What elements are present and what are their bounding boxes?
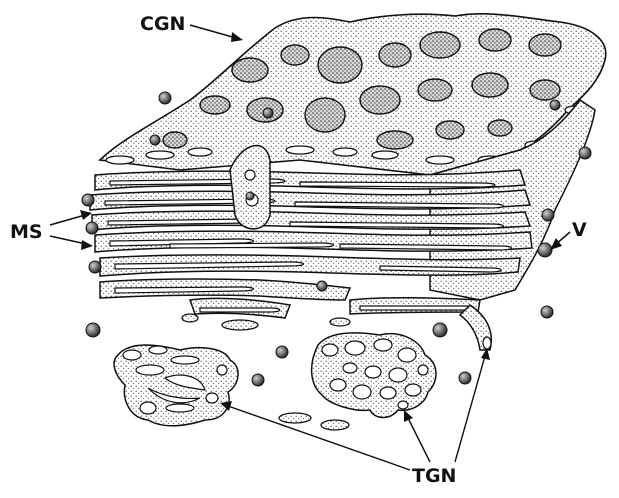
cgn-arrowhead [231, 32, 243, 42]
tgn-network-right [312, 333, 436, 418]
label-tgn-text: TGN [412, 465, 456, 487]
label-ms-text: MS [10, 221, 43, 243]
label-v: V [550, 219, 587, 250]
ms-pointer-lower [50, 236, 86, 244]
label-cgn: CGN [140, 13, 243, 42]
label-cgn-text: CGN [140, 13, 185, 35]
tgn-pointer-right [455, 356, 485, 462]
label-v-text: V [572, 219, 587, 241]
cgn-pointer [190, 25, 236, 38]
ms-arrowhead-lower [81, 240, 93, 250]
label-ms: MS [10, 210, 93, 250]
ms-arrowhead-upper [80, 210, 92, 220]
tgn-network-left [114, 345, 238, 426]
ms-pointer-upper [50, 215, 85, 225]
tgn-pointer-middle [408, 418, 430, 462]
